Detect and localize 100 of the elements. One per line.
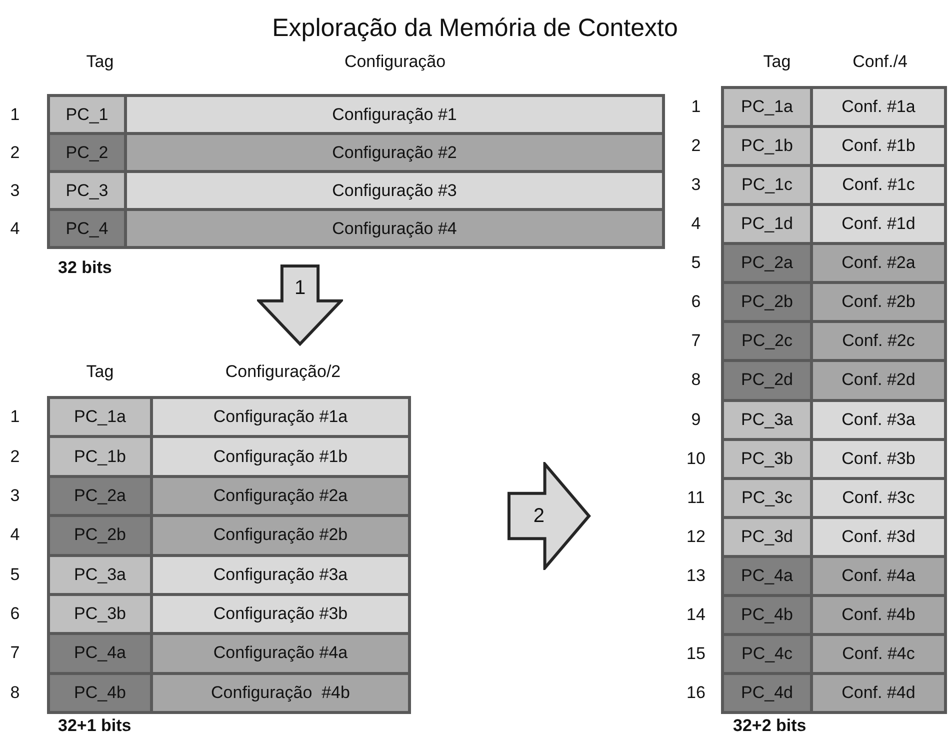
memory-table — [47, 94, 665, 249]
config-cell: Conf. #4c — [813, 636, 944, 672]
bit-width-label: 32 bits — [58, 258, 112, 278]
diagram-title: Exploração da Memória de Contexto — [271, 14, 679, 43]
row-number: 16 — [686, 682, 706, 703]
table-row — [724, 558, 944, 594]
row-number: 8 — [9, 682, 21, 703]
config-cell: Conf. #1b — [813, 128, 944, 164]
tag-cell: PC_1a — [50, 399, 150, 436]
table-row — [724, 440, 944, 477]
table-row — [50, 478, 408, 514]
tag-cell: PC_4c — [724, 636, 810, 672]
config-cell: Conf. #1a — [813, 89, 944, 126]
tag-cell: PC_3d — [724, 518, 810, 555]
config-cell: Conf. #4b — [813, 596, 944, 633]
tag-cell: PC_2a — [724, 245, 810, 282]
row-number: 4 — [9, 218, 21, 238]
table-row — [724, 89, 944, 126]
config-cell: Configuração #4b — [153, 674, 408, 711]
table-row — [724, 636, 944, 672]
table-row — [50, 399, 408, 436]
tag-cell: PC_4d — [724, 674, 810, 711]
row-number: 13 — [686, 566, 706, 586]
row-number: 4 — [9, 525, 21, 546]
config-cell: Conf. #3b — [813, 440, 944, 477]
column-header: Tag — [86, 52, 114, 72]
column-header: Tag — [86, 362, 114, 382]
table-row — [724, 596, 944, 633]
row-number: 7 — [690, 331, 702, 352]
row-number: 14 — [686, 604, 706, 625]
config-cell: Configuração #4a — [153, 635, 408, 672]
table-row — [50, 517, 408, 554]
tag-cell: PC_1b — [724, 128, 810, 164]
config-cell: Configuração #4 — [127, 211, 662, 246]
config-cell: Conf. #2d — [813, 362, 944, 398]
table-row — [724, 402, 944, 438]
row-number: 3 — [9, 180, 21, 200]
table-row — [724, 674, 944, 711]
table-row — [724, 323, 944, 360]
table-row — [724, 284, 944, 320]
tag-cell: PC_2 — [50, 135, 124, 170]
row-number: 3 — [9, 486, 21, 506]
tag-cell: PC_2a — [50, 478, 150, 514]
tag-cell: PC_3b — [724, 440, 810, 477]
tag-cell: PC_1d — [724, 206, 810, 242]
row-number: 2 — [9, 446, 21, 467]
table-row — [724, 518, 944, 555]
column-header: Configuração/2 — [225, 362, 341, 382]
table-row — [50, 635, 408, 672]
memory-table — [47, 396, 411, 714]
row-number: 8 — [690, 370, 702, 390]
row-number: 4 — [690, 214, 702, 234]
block-arrow: 1 — [257, 264, 343, 346]
tag-cell: PC_4b — [724, 596, 810, 633]
config-cell: Conf. #2c — [813, 323, 944, 360]
row-number: 5 — [9, 564, 21, 585]
bit-width-label: 32+1 bits — [58, 716, 132, 736]
row-number: 15 — [686, 644, 706, 664]
config-cell: Conf. #3a — [813, 402, 944, 438]
tag-cell: PC_2b — [50, 517, 150, 554]
table-row — [724, 480, 944, 516]
row-number: 1 — [9, 104, 21, 124]
config-cell: Configuração #1 — [127, 97, 662, 132]
tag-cell: PC_3a — [724, 402, 810, 438]
column-header: Configuração — [344, 52, 446, 72]
table-row — [50, 438, 408, 475]
row-number: 7 — [9, 643, 21, 664]
column-header: Conf./4 — [852, 52, 908, 72]
config-cell: Conf. #1c — [813, 167, 944, 204]
row-number: 12 — [686, 526, 706, 547]
tag-cell: PC_3a — [50, 556, 150, 593]
config-cell: Configuração #3a — [153, 556, 408, 593]
tag-cell: PC_4b — [50, 674, 150, 711]
config-cell: Conf. #3d — [813, 518, 944, 555]
tag-cell: PC_2b — [724, 284, 810, 320]
config-cell: Conf. #4a — [813, 558, 944, 594]
row-number: 5 — [690, 253, 702, 274]
table-row — [50, 556, 408, 593]
row-number: 1 — [9, 407, 21, 428]
tag-cell: PC_4a — [724, 558, 810, 594]
config-cell: Configuração #2 — [127, 135, 662, 170]
tag-cell: PC_1 — [50, 97, 124, 132]
row-number: 11 — [686, 488, 706, 508]
row-number: 6 — [690, 292, 702, 312]
row-number: 2 — [690, 136, 702, 156]
tag-cell: PC_3c — [724, 480, 810, 516]
tag-cell: PC_4 — [50, 211, 124, 246]
config-cell: Configuração #3b — [153, 596, 408, 632]
table-row — [724, 206, 944, 242]
tag-cell: PC_1a — [724, 89, 810, 126]
row-number: 9 — [690, 410, 702, 430]
row-number: 3 — [690, 175, 702, 196]
table-row — [724, 362, 944, 398]
config-cell: Conf. #2b — [813, 284, 944, 320]
config-cell: Conf. #1d — [813, 206, 944, 242]
table-row — [724, 167, 944, 204]
row-number: 10 — [686, 448, 706, 469]
tag-cell: PC_2c — [724, 323, 810, 360]
tag-cell: PC_1c — [724, 167, 810, 204]
config-cell: Configuração #1b — [153, 438, 408, 475]
